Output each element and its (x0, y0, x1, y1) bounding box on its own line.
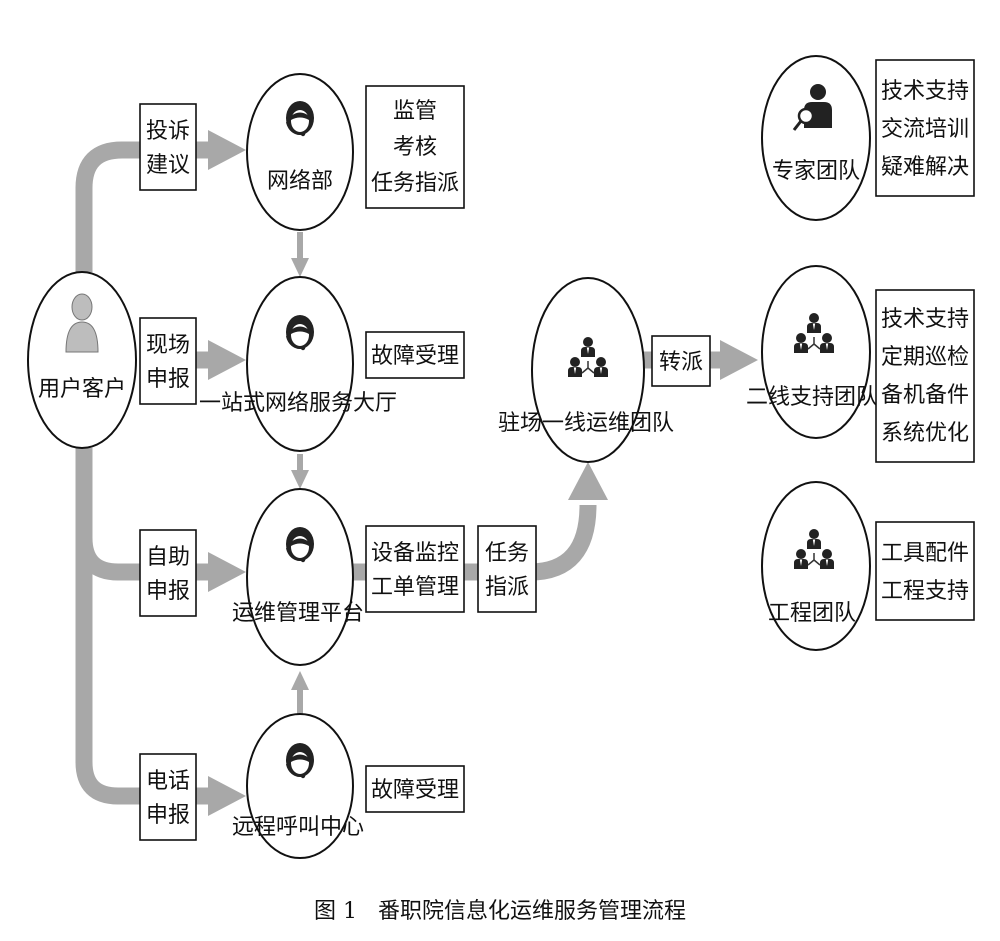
channel-self-service: 自助 申报 (139, 529, 197, 617)
channel-onsite-line2: 申报 (146, 367, 190, 392)
engineering-duty-1: 工具配件 (881, 541, 969, 566)
platform-duty-2: 工单管理 (371, 575, 459, 600)
channel-self-line1: 自助 (146, 545, 190, 570)
node-call-center-label: 远程呼叫中心 (232, 815, 364, 840)
arrowhead-platform (208, 552, 246, 592)
box-transfer: 转派 (651, 335, 711, 387)
expert-duty-1: 技术支持 (881, 79, 969, 104)
task-dispatch-1: 任务 (485, 541, 529, 566)
node-call-center: 远程呼叫中心 (232, 713, 364, 859)
node-expert-team: 专家团队 (761, 55, 871, 221)
channel-complaint-line2: 建议 (146, 153, 190, 178)
arrowhead-hall (208, 340, 246, 380)
channel-phone-line2: 申报 (146, 803, 190, 828)
node-engineering-team: 工程团队 (761, 481, 871, 651)
second-line-duty-2: 定期巡检 (881, 345, 969, 370)
task-dispatch-2: 指派 (485, 575, 529, 600)
node-service-hall: 一站式网络服务大厅 (199, 276, 397, 452)
channel-onsite-line1: 现场 (146, 333, 190, 358)
second-line-duty-3: 备机备件 (881, 383, 969, 408)
node-user-label: 用户客户 (38, 377, 126, 402)
transfer-label: 转派 (659, 350, 703, 375)
node-network-dept-label: 网络部 (267, 169, 333, 194)
node-frontline-team: 驻场一线运维团队 (498, 277, 674, 463)
node-second-line-team: 二线支持团队 (746, 265, 878, 439)
node-network-dept: 网络部 (246, 73, 354, 231)
network-duty-3: 任务指派 (371, 171, 459, 196)
box-call-duty: 故障受理 (365, 765, 465, 813)
hall-duty: 故障受理 (371, 344, 459, 369)
second-line-duty-1: 技术支持 (881, 307, 969, 332)
channel-complaint-line1: 投诉 (146, 119, 190, 144)
node-engineering-team-label: 工程团队 (768, 601, 856, 626)
expert-icon (792, 84, 832, 131)
channel-complaint: 投诉 建议 (139, 103, 197, 191)
arrowhead-callcenter (208, 776, 246, 816)
box-platform-duties: 设备监控 工单管理 (365, 525, 465, 613)
channel-phone-line1: 电话 (146, 769, 190, 794)
node-user: 用户客户 (27, 271, 137, 449)
channel-self-line2: 申报 (146, 579, 190, 604)
node-ops-platform: 运维管理平台 (232, 488, 364, 666)
node-frontline-team-label: 驻场一线运维团队 (498, 411, 674, 436)
channel-phone: 电话 申报 (139, 753, 197, 841)
node-ops-platform-label: 运维管理平台 (232, 601, 364, 626)
user-icon (65, 293, 99, 353)
expert-duty-2: 交流培训 (881, 117, 969, 142)
channel-onsite: 现场 申报 (139, 317, 197, 405)
second-line-duty-4: 系统优化 (881, 421, 969, 446)
platform-duty-1: 设备监控 (371, 541, 459, 566)
call-duty: 故障受理 (371, 778, 459, 803)
box-network-duties: 监管 考核 任务指派 (365, 85, 465, 209)
node-second-line-team-label: 二线支持团队 (746, 385, 878, 410)
flow-arrows (75, 130, 758, 816)
engineering-duty-2: 工程支持 (881, 579, 969, 604)
network-duty-2: 考核 (393, 135, 437, 160)
node-expert-team-label: 专家团队 (772, 159, 860, 184)
arrow-user-to-network (75, 141, 210, 272)
arrowhead-frontline (568, 462, 608, 500)
expert-duty-3: 疑难解决 (881, 155, 969, 180)
arrowhead-network (208, 130, 246, 170)
box-expert-duties: 技术支持 交流培训 疑难解决 (875, 59, 975, 197)
arrow-user-to-callcenter (75, 538, 210, 805)
node-service-hall-label: 一站式网络服务大厅 (199, 391, 397, 416)
box-second-line-duties: 技术支持 定期巡检 备机备件 系统优化 (875, 289, 975, 463)
network-duty-1: 监管 (393, 99, 437, 124)
box-engineering-duties: 工具配件 工程支持 (875, 521, 975, 621)
arrowhead-secondline (720, 340, 758, 380)
box-task-dispatch: 任务 指派 (477, 525, 537, 613)
box-hall-duty: 故障受理 (365, 331, 465, 379)
figure-caption: 图 1 番职院信息化运维服务管理流程 (314, 899, 686, 924)
